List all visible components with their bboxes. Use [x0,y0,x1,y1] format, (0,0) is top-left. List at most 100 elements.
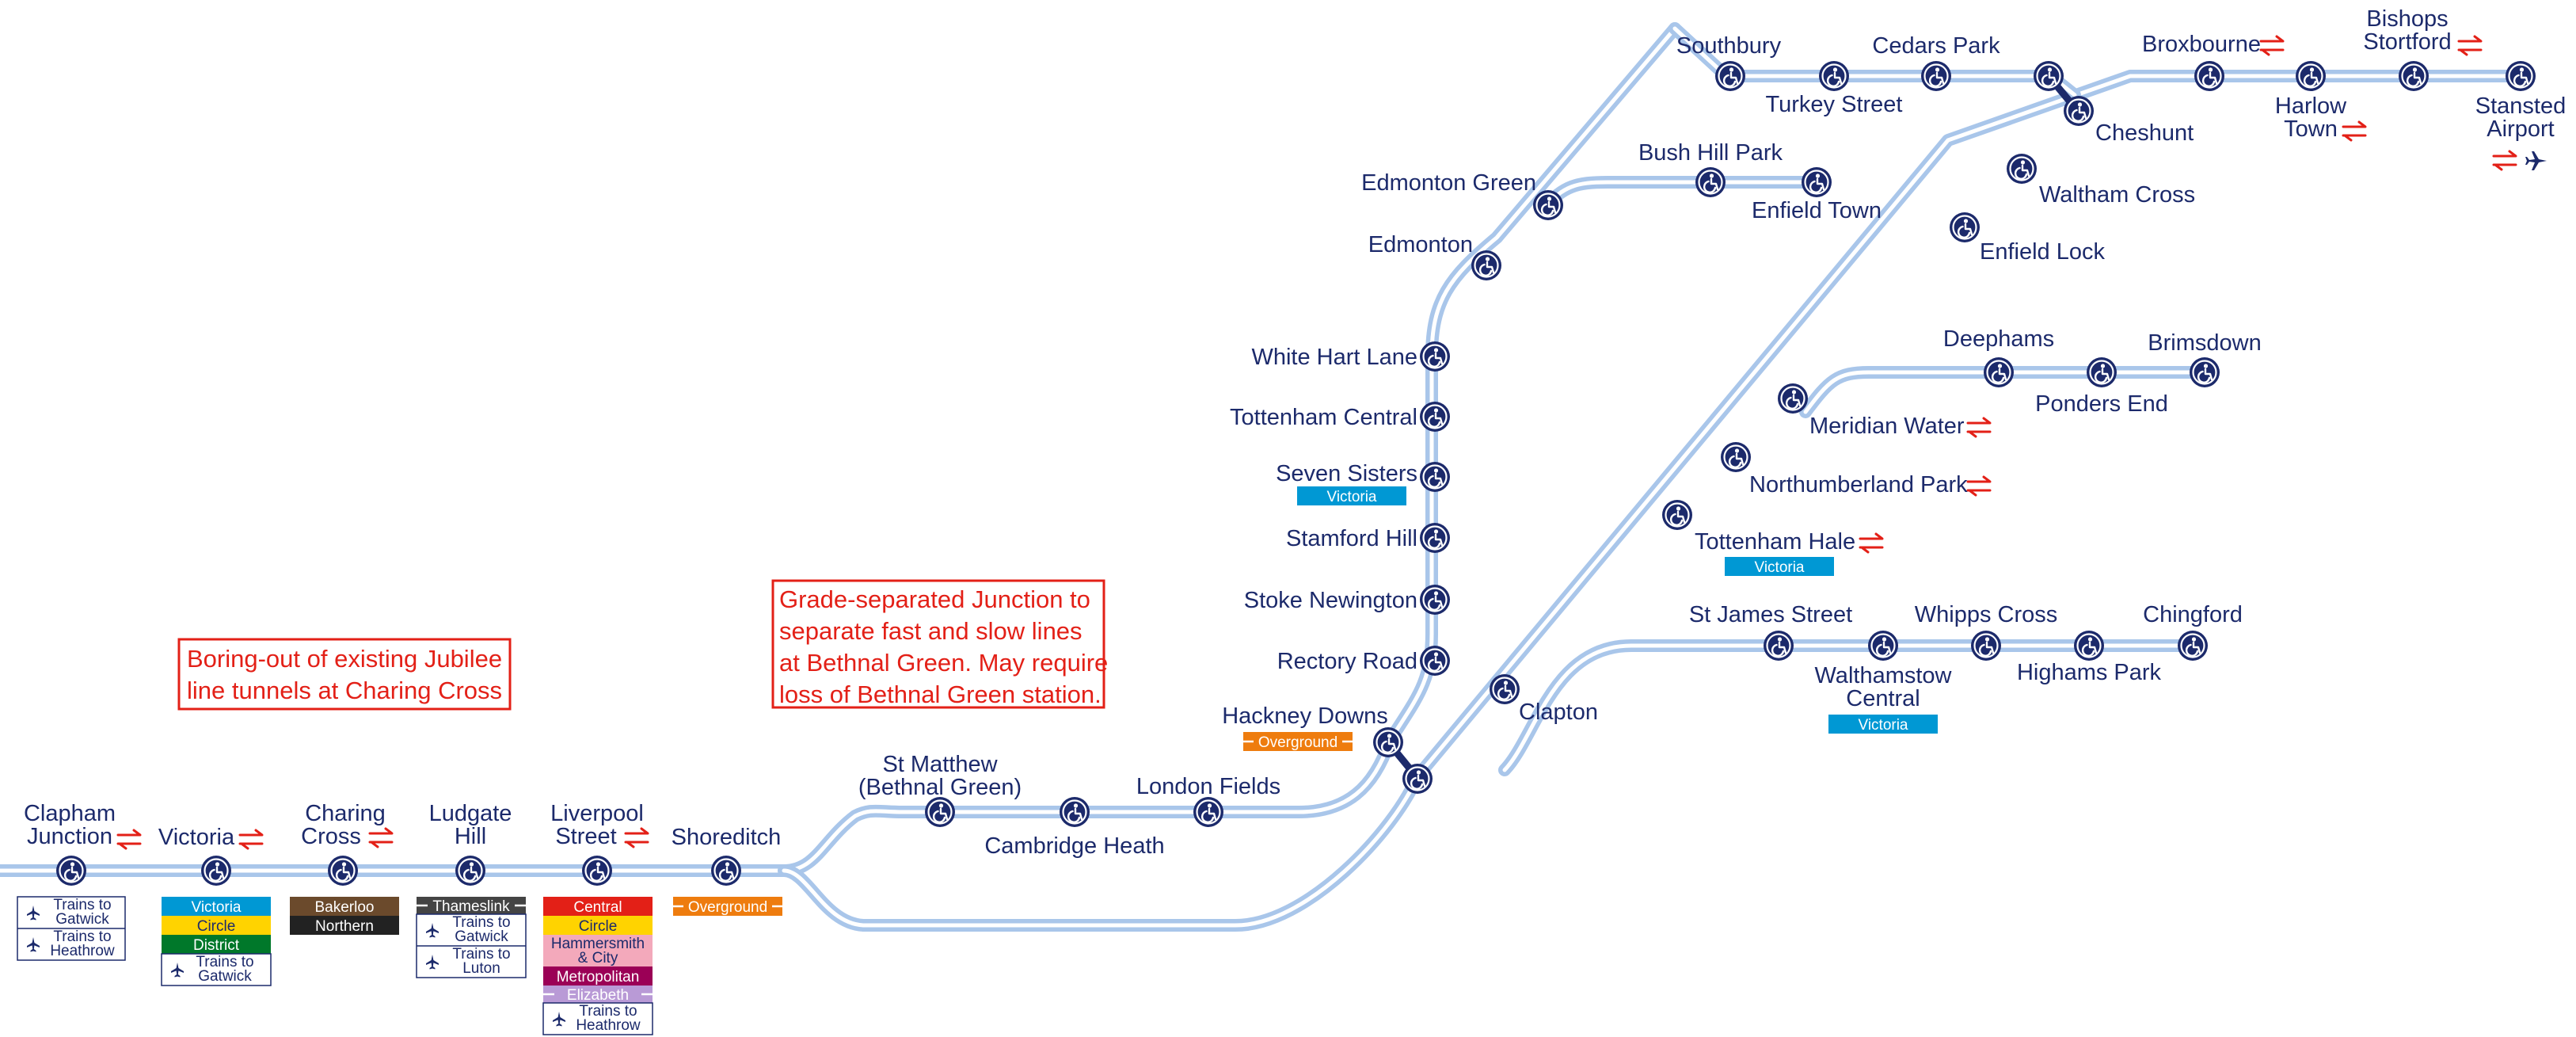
label-st-james-street[interactable]: St James Street [1689,602,1852,627]
station-icon-southbury[interactable] [1714,59,1747,93]
label-white-hart-lane[interactable]: White Hart Lane [1251,345,1417,370]
label-tottenham-hale[interactable]: Tottenham Hale [1695,529,1855,555]
station-icon-turkey-street[interactable] [1817,59,1851,93]
station-icon-cedars-park-2[interactable] [2032,59,2065,93]
label-shoreditch[interactable]: Shoreditch [672,825,782,850]
station-icon-rectory-road[interactable] [1418,644,1452,677]
station-icon-london-fields[interactable] [1192,795,1225,829]
station-icon-bishops-stortford[interactable] [2397,59,2430,93]
label-rectory-road[interactable]: Rectory Road [1277,649,1417,674]
station-icon-stansted-airport[interactable] [2504,59,2537,93]
station-icon-hackney-central[interactable] [1401,762,1434,795]
label-deephams[interactable]: Deephams [1943,326,2054,352]
station-icon-tottenham-central[interactable] [1418,400,1452,433]
label-victoria[interactable]: Victoria [158,825,235,850]
label-brimsdown[interactable]: Brimsdown [2148,330,2261,356]
station-icon-charing-cross[interactable] [326,854,360,887]
station-icon-highams-park[interactable] [2072,629,2106,662]
station-icon-white-hart-lane[interactable] [1418,340,1452,373]
label-cambridge-heath[interactable]: Cambridge Heath [984,833,1164,859]
station-icon-liverpool-street[interactable] [580,854,614,887]
station-icon-broxbourne[interactable] [2193,59,2226,93]
station-icon-deephams[interactable] [1982,356,2015,389]
station-icon-ponders-end[interactable] [2085,356,2118,389]
station-icon-harlow-town[interactable] [2294,59,2327,93]
station-icon-whipps-cross[interactable] [1969,629,2003,662]
station-icon-waltham-cross[interactable] [2005,152,2038,185]
station-icon-edmonton[interactable] [1470,249,1503,282]
station-icon-stoke-newington[interactable] [1418,583,1452,616]
station-icon-edmonton-green[interactable] [1532,189,1565,222]
station-icon-cheshunt[interactable] [2062,94,2095,128]
station-icon-hackney-downs[interactable] [1372,726,1405,759]
station-icon-chingford[interactable] [2176,629,2209,662]
label-cedars-park[interactable]: Cedars Park [1872,33,2000,59]
svg-text:District: District [193,937,240,954]
label-edmonton[interactable]: Edmonton [1368,232,1473,257]
label-meridian-water[interactable]: Meridian Water [1809,414,1965,439]
svg-text:Victoria: Victoria [1754,559,1804,576]
station-icon-stamford-hill[interactable] [1418,521,1452,555]
label-broxbourne[interactable]: Broxbourne [2142,32,2261,57]
station-icon-st-matthew[interactable] [923,795,957,829]
label-chingford[interactable]: Chingford [2143,602,2243,627]
station-icon-shoreditch[interactable] [710,854,743,887]
station-icon-meridian-water[interactable] [1776,382,1809,415]
svg-text:Central: Central [573,899,622,916]
station-icon-st-james-street[interactable] [1762,629,1795,662]
label-stamford-hill[interactable]: Stamford Hill [1286,526,1417,551]
national-rail-icon [2492,150,2517,171]
badge-victoria-tottenham-hale: Victoria [1725,557,1834,576]
station-icon-northumberland-park[interactable] [1719,440,1752,474]
label-bush-hill-park[interactable]: Bush Hill Park [1638,140,1783,166]
label-cheshunt[interactable]: Cheshunt [2095,120,2194,146]
label-southbury[interactable]: Southbury [1676,33,1782,59]
label-edmonton-green[interactable]: Edmonton Green [1361,170,1536,196]
label-tottenham-central[interactable]: Tottenham Central [1230,405,1417,430]
label-enfield-lock[interactable]: Enfield Lock [1980,239,2105,265]
station-icon-brimsdown[interactable] [2188,356,2221,389]
label-london-fields[interactable]: London Fields [1136,774,1280,799]
station-icon-tottenham-hale[interactable] [1661,498,1694,532]
label-stoke-newington[interactable]: Stoke Newington [1244,588,1417,613]
station-icon-ludgate-hill[interactable] [454,854,487,887]
label-whipps-cross[interactable]: Whipps Cross [1915,602,2058,627]
label-waltham-cross[interactable]: Waltham Cross [2039,182,2195,208]
svg-text:Circle: Circle [197,918,236,935]
station-icon-seven-sisters[interactable] [1418,460,1452,494]
label-enfield-town[interactable]: Enfield Town [1752,198,1882,223]
station-icon-clapton[interactable] [1488,673,1521,706]
label-ponders-end[interactable]: Ponders End [2035,391,2168,417]
label-clapton[interactable]: Clapton [1519,700,1598,725]
station-icon-victoria[interactable] [200,854,233,887]
label-highams-park[interactable]: Highams Park [2017,660,2162,685]
label-st-matthew[interactable]: St Matthew(Bethnal Green) [858,752,1022,800]
station-icon-clapham-junction[interactable] [55,854,88,887]
station-icon-walthamstow-central[interactable] [1866,629,1900,662]
station-icon-cambridge-heath[interactable] [1058,795,1091,829]
label-northumberland-park[interactable]: Northumberland Park [1749,472,1968,498]
label-seven-sisters[interactable]: Seven Sisters [1276,461,1417,486]
station-icon-bush-hill-park[interactable] [1694,166,1727,199]
station-icon-enfield-town[interactable] [1800,166,1833,199]
interchange-liverpool-street: Central Circle Hammersmith& City Metropo… [542,897,653,1035]
svg-text:Victoria: Victoria [1858,717,1908,734]
label-hackney-downs[interactable]: Hackney Downs [1222,703,1388,729]
station-icon-cedars-park[interactable] [1920,59,1953,93]
station-icon-enfield-lock[interactable] [1948,211,1981,244]
label-turkey-street[interactable]: Turkey Street [1766,92,1903,117]
